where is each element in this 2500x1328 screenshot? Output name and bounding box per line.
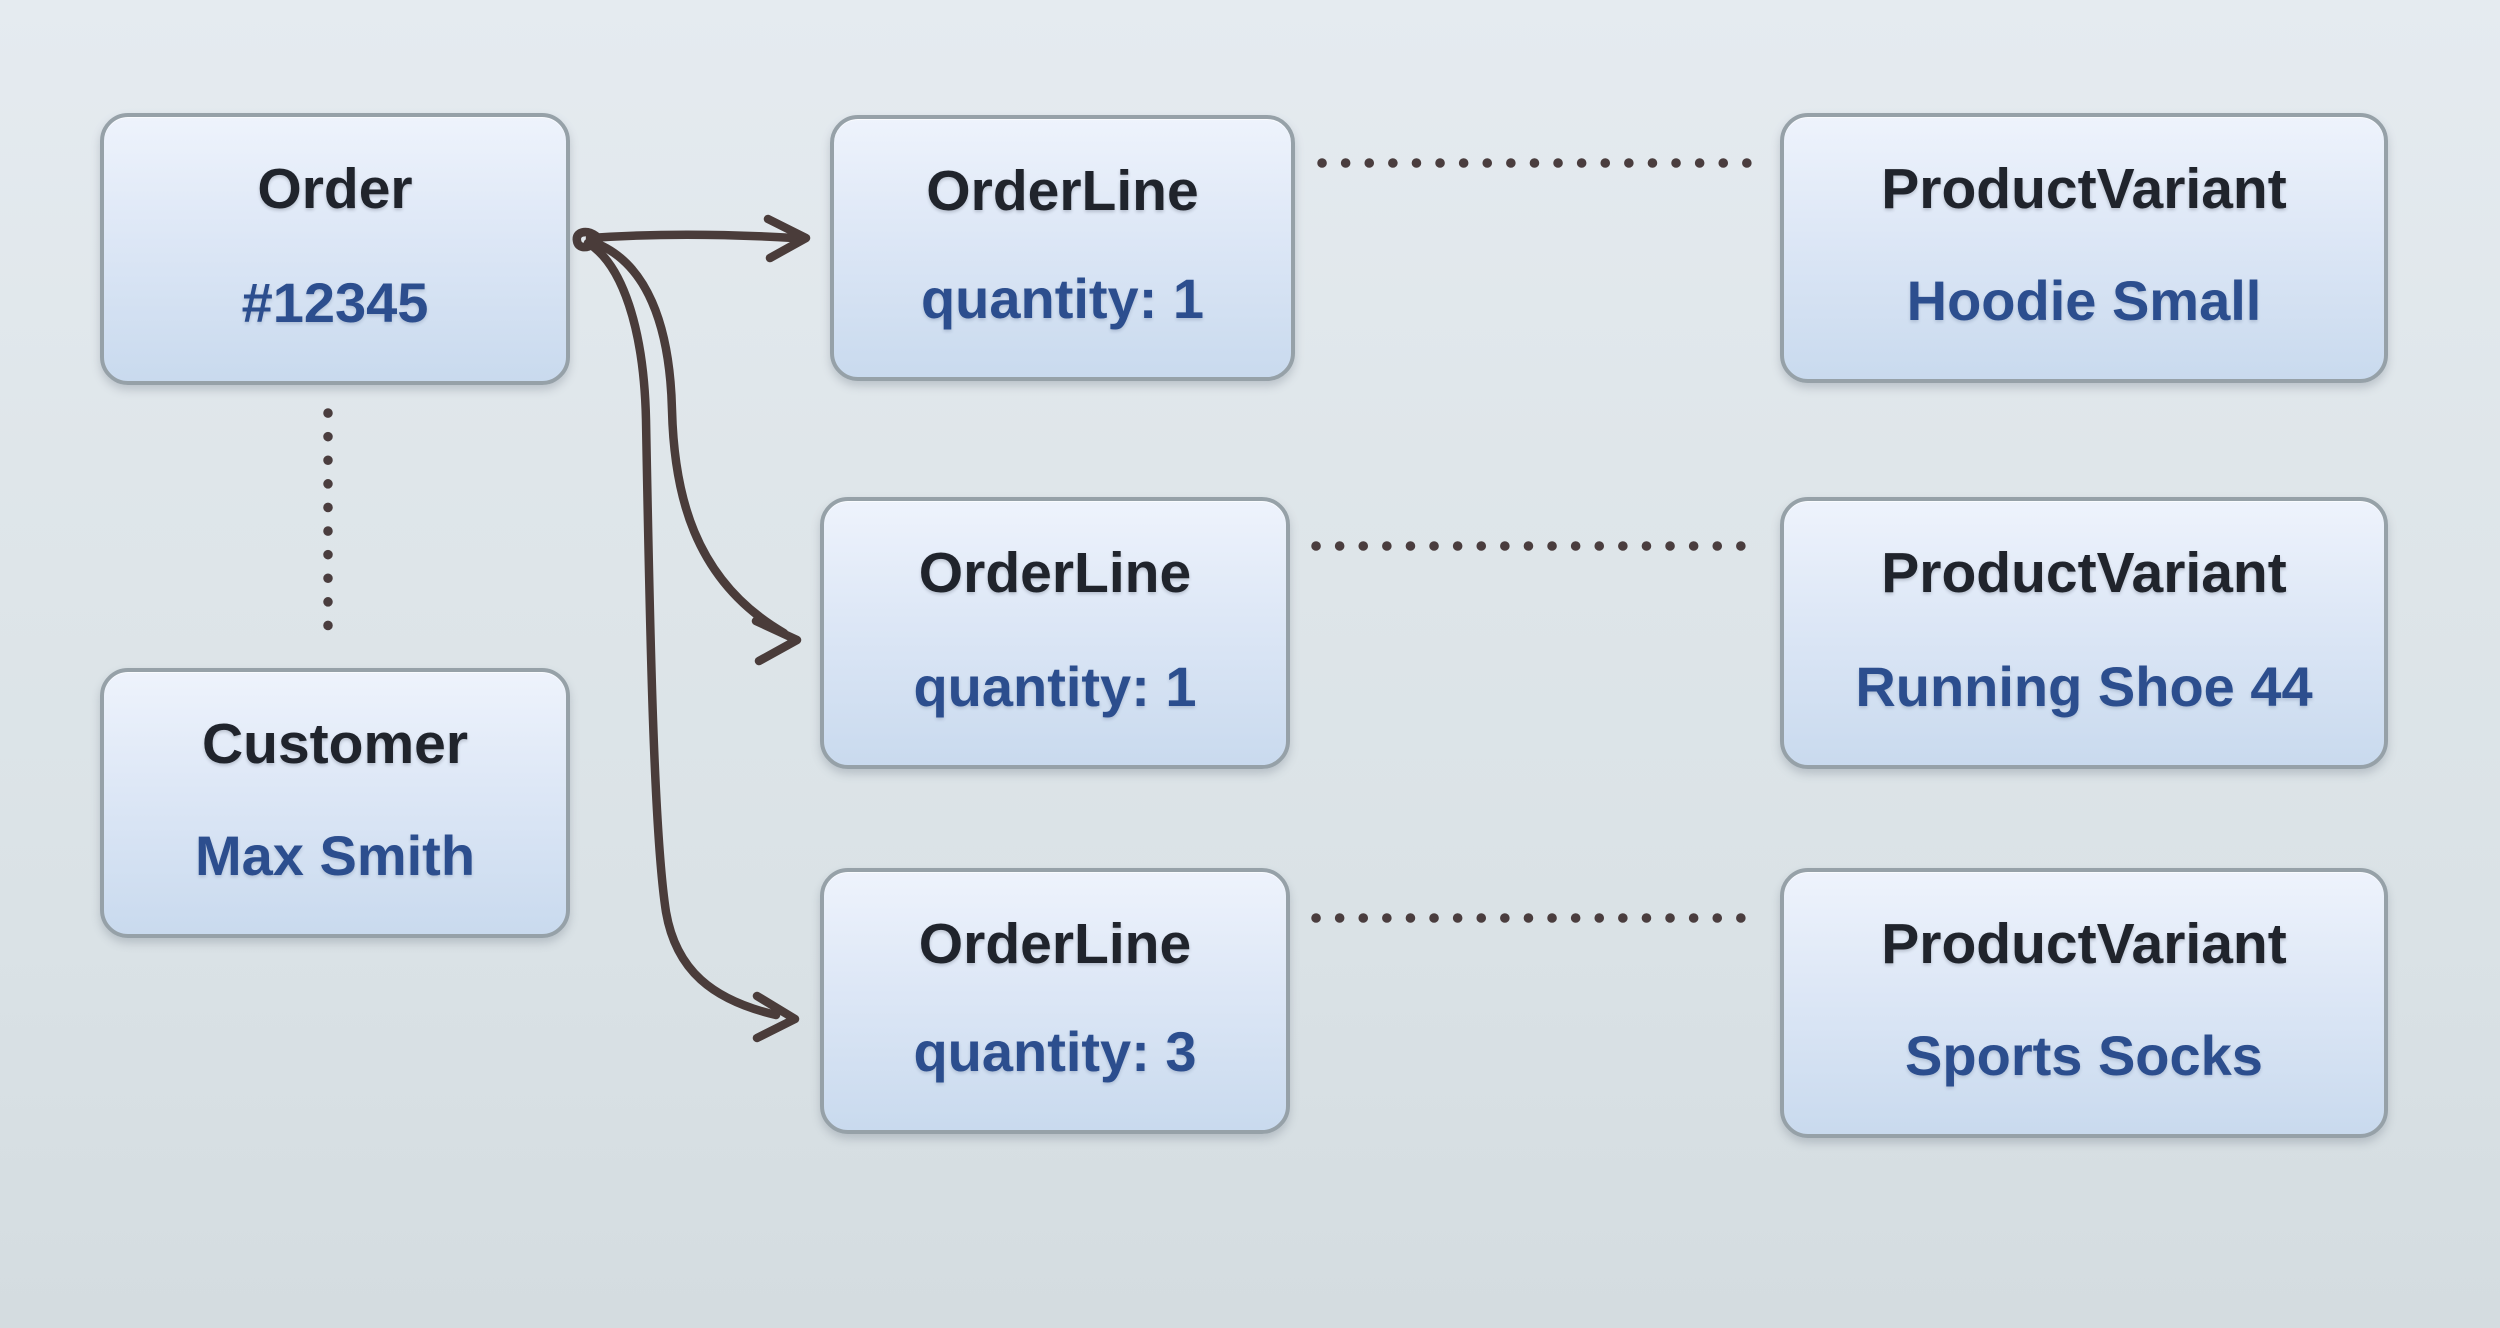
entity-title: OrderLine: [918, 912, 1192, 976]
arrowhead-orderline2: [751, 616, 802, 666]
entity-box-productvariant-1: ProductVariant Hoodie Small: [1780, 113, 2388, 383]
entity-box-productvariant-2: ProductVariant Running Shoe 44: [1780, 497, 2388, 769]
arrowhead-orderline3: [752, 991, 800, 1043]
entity-title: Order: [257, 157, 413, 221]
entity-title: ProductVariant: [1881, 912, 2287, 976]
entity-value: quantity: 3: [913, 1020, 1197, 1083]
entity-title: ProductVariant: [1881, 541, 2287, 605]
entity-value: Running Shoe 44: [1855, 655, 2313, 718]
entity-title: ProductVariant: [1881, 157, 2287, 221]
entity-title: OrderLine: [926, 159, 1199, 223]
entity-box-productvariant-3: ProductVariant Sports Socks: [1780, 868, 2388, 1138]
arrowhead-orderline1: [763, 214, 811, 263]
arrow-order-to-orderline2: [585, 236, 789, 638]
arrow-order-to-orderline1: [585, 230, 799, 243]
entity-box-order: Order #12345: [100, 113, 570, 385]
entity-box-customer: Customer Max Smith: [100, 668, 570, 938]
arrow-order-to-orderline3: [583, 238, 781, 1020]
entity-value: Max Smith: [194, 824, 476, 887]
entity-value: quantity: 1: [913, 655, 1197, 718]
entity-title: Customer: [201, 712, 469, 776]
entity-box-orderline-1: OrderLine quantity: 1: [830, 115, 1295, 381]
entity-value: #12345: [241, 271, 429, 334]
entity-value: quantity: 1: [920, 267, 1205, 330]
entity-box-orderline-2: OrderLine quantity: 1: [820, 497, 1290, 769]
entity-box-orderline-3: OrderLine quantity: 3: [820, 868, 1290, 1134]
entity-title: OrderLine: [918, 541, 1192, 605]
entity-value: Hoodie Small: [1906, 269, 2262, 332]
entity-value: Sports Socks: [1905, 1024, 2263, 1087]
